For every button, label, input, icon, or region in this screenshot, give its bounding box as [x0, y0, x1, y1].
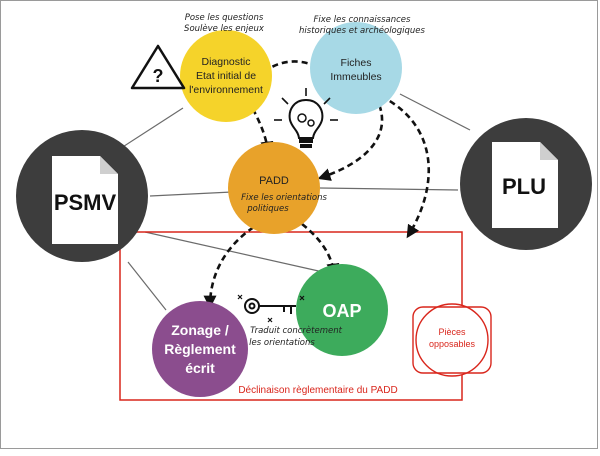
line-psmv-padd [149, 191, 233, 197]
lightbulb-icon [274, 88, 338, 148]
line-psmv-diagnostic [117, 107, 184, 151]
diagnostic-note-2: Soulève les enjeux [184, 23, 265, 34]
zonage-node: Zonage / Règlement écrit [152, 301, 248, 397]
oap-node: OAP [296, 264, 388, 356]
plu-node: PLU [460, 118, 592, 250]
diagnostic-note-1: Pose les questions [185, 13, 264, 23]
connector-lines [117, 93, 471, 311]
zonage-line3: écrit [185, 360, 215, 376]
zonage-line1: Zonage / [171, 322, 229, 338]
key-note-1: Traduit concrètement [250, 325, 343, 336]
arrow-fiches-zone [371, 90, 431, 239]
diagnostic-line2: Etat initial de [196, 70, 256, 82]
plu-label: PLU [502, 174, 546, 199]
line-padd-plu [319, 187, 459, 191]
padd-title: PADD [259, 175, 289, 187]
padd-note-2: politiques [246, 204, 289, 214]
document-icon [492, 142, 558, 228]
key-note-2: les orientations [249, 338, 315, 348]
psmv-label: PSMV [54, 190, 117, 215]
fiches-note-1: Fixe les connaissances [314, 15, 412, 25]
zonage-line2: Règlement [164, 341, 236, 357]
line-fiches-plu [399, 93, 471, 131]
line-psmv-zonage [127, 261, 167, 311]
warning-icon: ? [130, 44, 186, 90]
badge-line2: opposables [429, 339, 476, 349]
key-icon [237, 294, 305, 323]
badge-line1: Pièces [438, 327, 466, 337]
diagnostic-node: Diagnostic Etat initial de l'environneme… [180, 30, 272, 122]
diagnostic-line3: l'environnement [189, 84, 263, 96]
document-icon [52, 156, 118, 244]
fiches-line2: Immeubles [330, 71, 381, 83]
oap-label: OAP [322, 301, 361, 321]
opposable-pieces-badge: Pièces opposables [412, 303, 492, 377]
padd-node: PADD [228, 142, 320, 234]
fiches-note-2: historiques et archéologiques [299, 25, 425, 36]
padd-note-1: Fixe les orientations [241, 193, 327, 203]
psmv-node: PSMV [16, 130, 148, 262]
fiches-node: Fiches Immeubles [310, 22, 402, 114]
line-psmv-oap [144, 231, 324, 273]
arrow-padd-oap [301, 222, 340, 277]
zone-caption: Déclinaison règlementaire du PADD [238, 385, 397, 396]
diagnostic-title: Diagnostic [201, 56, 250, 68]
fiches-title: Fiches [341, 57, 372, 69]
svg-text:?: ? [153, 66, 164, 86]
